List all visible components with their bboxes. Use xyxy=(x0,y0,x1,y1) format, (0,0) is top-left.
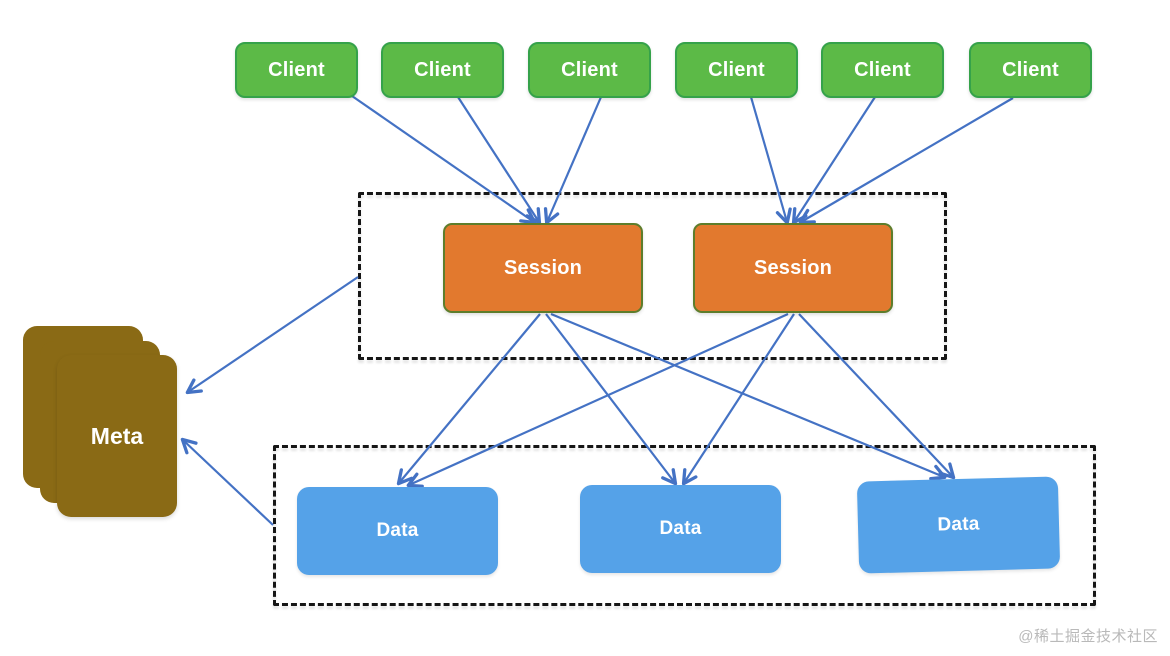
node-client-2: Client xyxy=(381,42,504,98)
client-label: Client xyxy=(854,58,911,81)
data-label: Data xyxy=(937,513,980,536)
node-data-2: Data xyxy=(580,485,781,573)
client-label: Client xyxy=(268,58,325,81)
client-label: Client xyxy=(708,58,765,81)
node-client-1: Client xyxy=(235,42,358,98)
meta-label: Meta xyxy=(90,422,144,449)
node-data-1: Data xyxy=(297,487,498,575)
client-label: Client xyxy=(414,58,471,81)
session-label: Session xyxy=(753,256,833,279)
node-data-3: Data xyxy=(856,476,1061,574)
node-client-4: Client xyxy=(675,42,798,98)
client-label: Client xyxy=(561,58,618,81)
node-session-2: Session xyxy=(693,223,893,313)
data-label: Data xyxy=(376,520,419,541)
data-label: Data xyxy=(659,518,702,539)
node-session-1: Session xyxy=(443,223,643,313)
node-meta: Meta xyxy=(57,355,177,517)
node-client-6: Client xyxy=(969,42,1092,98)
edge-data-group-to-meta xyxy=(180,437,274,526)
node-client-5: Client xyxy=(821,42,944,98)
session-label: Session xyxy=(503,256,583,279)
client-label: Client xyxy=(1002,58,1059,81)
watermark: @稀土掘金技术社区 xyxy=(1018,628,1158,645)
node-client-3: Client xyxy=(528,42,651,98)
edge-session-group-to-meta xyxy=(185,276,359,395)
